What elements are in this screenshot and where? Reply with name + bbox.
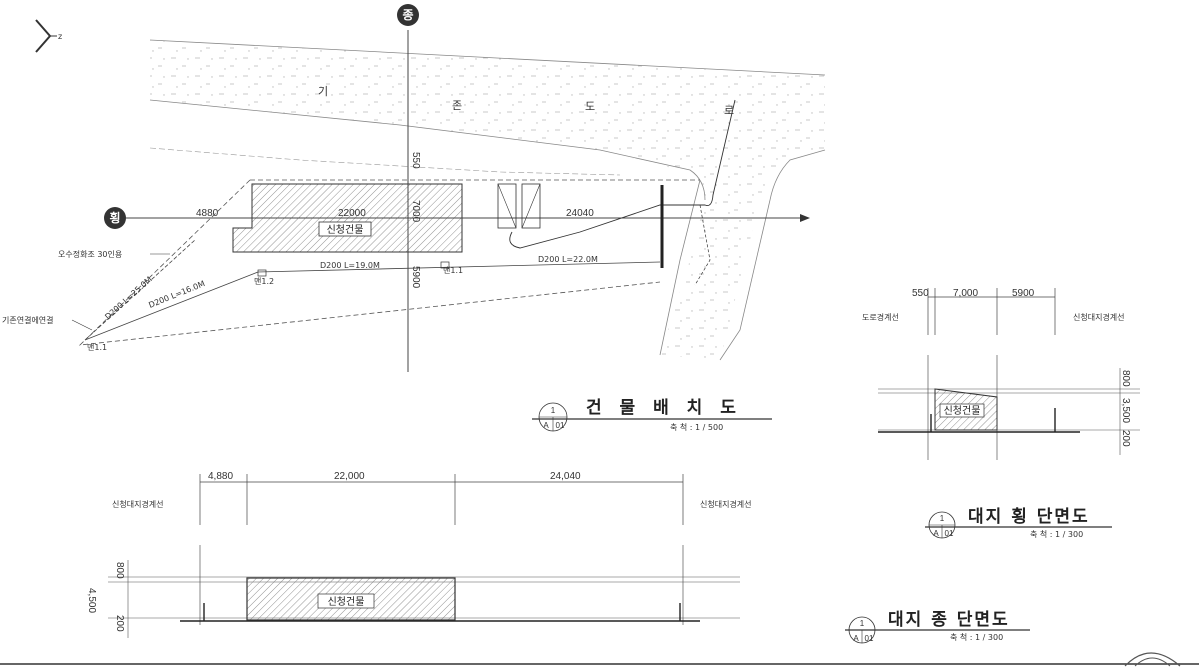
corner-ornament-icon bbox=[1124, 652, 1181, 667]
pipe-label-b: D200 L=22.0M bbox=[538, 255, 598, 264]
pipe-label-c: D200 L=16.0M bbox=[147, 279, 206, 310]
cross-circle-a: A bbox=[933, 529, 939, 538]
long-circle-num: 01 bbox=[865, 634, 874, 643]
long-circle-top: 1 bbox=[860, 619, 865, 628]
pipe-label-a: D200 L=19.0M bbox=[320, 261, 380, 270]
manhole-a: 맨1.1 bbox=[443, 266, 463, 275]
site-plan-scale: 축 척 : 1 / 500 bbox=[670, 423, 723, 432]
road-char-4: 로 bbox=[724, 104, 734, 117]
north-arrow-icon: z bbox=[35, 19, 62, 53]
road-char-1: 기 bbox=[318, 85, 328, 98]
long-v-top: 800 bbox=[114, 562, 125, 579]
long-v-mid: 4,500 bbox=[86, 588, 97, 613]
long-dim-3: 24,040 bbox=[550, 471, 581, 482]
cross-dim-3: 5900 bbox=[1012, 288, 1035, 299]
site-plan-title-block: 1 A 01 건 물 배 치 도 축 척 : 1 / 500 bbox=[532, 398, 772, 432]
pipe-label-d: D200 L=25.0M bbox=[103, 275, 154, 322]
long-scale: 축 척 : 1 / 300 bbox=[950, 633, 1003, 642]
cross-dim-1: 550 bbox=[912, 288, 929, 299]
dim-v-top: 550 bbox=[410, 152, 421, 169]
cross-v-top: 800 bbox=[1120, 370, 1131, 387]
long-circle-a: A bbox=[853, 634, 859, 643]
pipe-line bbox=[257, 261, 661, 273]
cross-v-bottom: 200 bbox=[1120, 430, 1131, 447]
cross-v-mid: 3,500 bbox=[1120, 398, 1131, 423]
site-plan-title: 건 물 배 치 도 bbox=[586, 398, 742, 418]
dim-v-mid: 7000 bbox=[410, 200, 421, 223]
site-plan: z 기 존 도 로 신청건물 종 bbox=[2, 4, 826, 432]
cross-title: 대지 횡 단면도 bbox=[968, 507, 1090, 527]
north-label: z bbox=[58, 32, 62, 41]
long-building-label: 신청건물 bbox=[328, 596, 365, 608]
long-dim-1: 4,880 bbox=[208, 471, 233, 482]
road-char-2: 존 bbox=[452, 99, 462, 112]
long-left-label: 신청대지경계선 bbox=[112, 499, 164, 509]
horizontal-axis-bubble: 횡 bbox=[104, 207, 126, 229]
long-title-block: 1 A 01 대지 종 단면도 축 척 : 1 / 300 bbox=[845, 610, 1030, 644]
long-section: 4,880 22,000 24,040 신청대지경계선 신청대지경계선 신청건물… bbox=[86, 471, 1030, 644]
cross-circle-top: 1 bbox=[940, 514, 945, 523]
vertical-axis-label: 종 bbox=[402, 8, 413, 22]
dim-right: 24040 bbox=[566, 208, 594, 219]
manhole-c: 맨1.1 bbox=[87, 343, 107, 352]
cross-dim-2: 7,000 bbox=[953, 288, 978, 299]
road-char-3: 도 bbox=[585, 100, 595, 113]
cross-title-block: 1 A 01 대지 횡 단면도 축 척 : 1 / 300 bbox=[925, 507, 1112, 539]
title-circle-a: A bbox=[543, 421, 549, 430]
septic-tank-icon bbox=[497, 183, 541, 229]
building-label: 신청건물 bbox=[327, 224, 364, 236]
sewer-pipe-main bbox=[509, 99, 736, 249]
cross-building-label: 신청건물 bbox=[944, 405, 981, 417]
long-title: 대지 종 단면도 bbox=[888, 610, 1010, 630]
cross-left-label: 도로경계선 bbox=[862, 312, 899, 322]
dim-left: 4880 bbox=[196, 208, 219, 219]
vertical-axis-bubble: 종 bbox=[397, 4, 419, 26]
title-circle-top: 1 bbox=[551, 406, 556, 415]
septic-label: 오수정화조 30인용 bbox=[58, 249, 122, 259]
long-v-bottom: 200 bbox=[114, 615, 125, 632]
cross-scale: 축 척 : 1 / 300 bbox=[1030, 530, 1083, 539]
horizontal-axis-label: 횡 bbox=[109, 210, 120, 225]
dim-v-bottom: 5900 bbox=[410, 266, 421, 289]
dim-building: 22000 bbox=[338, 208, 366, 219]
cross-circle-num: 01 bbox=[945, 529, 954, 538]
cross-right-label: 신청대지경계선 bbox=[1073, 312, 1125, 322]
manhole-b: 맨1.2 bbox=[254, 277, 274, 286]
long-dim-2: 22,000 bbox=[334, 471, 365, 482]
long-right-label: 신청대지경계선 bbox=[700, 499, 752, 509]
title-circle-num: 01 bbox=[556, 421, 565, 430]
site-boundary bbox=[78, 179, 700, 346]
existing-road: 기 존 도 로 bbox=[149, 39, 826, 361]
existing-connection-label: 기존연결에연결 bbox=[2, 315, 54, 325]
cross-section: 550 7,000 5900 도로경계선 신청대지경계선 신청건물 800 3,… bbox=[862, 288, 1140, 539]
